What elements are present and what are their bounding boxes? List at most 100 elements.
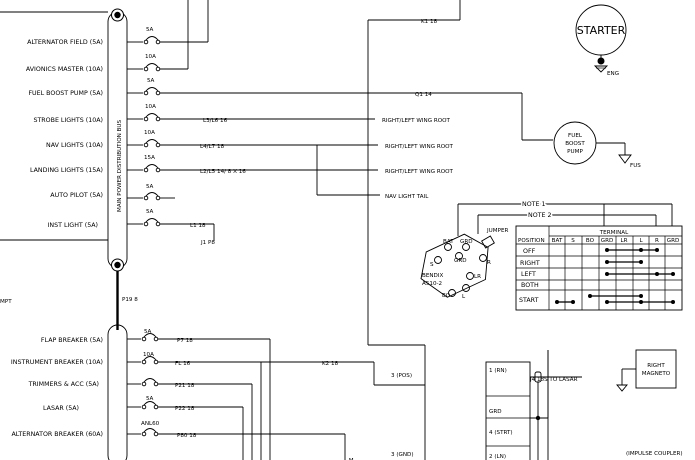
- breaker-rating: 10A: [145, 54, 156, 60]
- starter-wire-label: K1 18: [421, 19, 438, 25]
- terminal-bo: BO: [442, 293, 451, 299]
- j4-wire-label: J4 18S TO LASAR: [529, 377, 578, 383]
- impulse-coupler-label: (IMPULSE COUPLER): [626, 451, 683, 457]
- switch-terminals: BAT GRD GRD S R LR L BO BENDIX A510-2: [422, 235, 495, 300]
- switch-name-2: A510-2: [422, 281, 442, 287]
- circuit-flap-breaker: FLAP BREAKER (5A) 5A P7 18: [41, 329, 271, 460]
- circuit-inst-light: INST LIGHT (5A) 5A L1 18 J1 P8: [48, 209, 216, 246]
- relay-grd: GRD: [489, 409, 502, 415]
- inst-wire-label-2: J1 P8: [200, 240, 215, 246]
- main-bus-label: MAIN POWER DISTRIBUTION BUS: [117, 119, 123, 212]
- circuit-label: NAV LIGHTS (10A): [46, 142, 103, 149]
- nav-tail-destination: NAV LIGHT TAIL: [385, 194, 429, 200]
- terminal-s: S: [430, 262, 434, 268]
- row-off: OFF: [523, 248, 536, 255]
- jumper-label: JUMPER: [486, 228, 508, 234]
- terminal-table: TERMINAL POSITION BAT S BO GRD LR L R GR…: [515, 225, 683, 311]
- main-bus: MAIN POWER DISTRIBUTION BUS: [107, 8, 128, 272]
- breaker-rating: 5A: [147, 78, 155, 84]
- nav-destination: RIGHT/LEFT WING ROOT: [385, 144, 454, 150]
- table-title: TERMINAL: [599, 230, 629, 236]
- terminal-l: L: [462, 294, 466, 300]
- col-l: L: [639, 238, 643, 244]
- wire-label: FL 16: [175, 361, 191, 367]
- circuit-instrument-breaker: INSTRUMENT BREAKER (10A) 10A FL 16: [11, 352, 262, 460]
- relay-strt: 4 (STRT): [489, 430, 513, 436]
- starter-label: STARTER: [577, 24, 626, 37]
- lower-bus: [107, 324, 128, 460]
- circuit-landing-lights: LANDING LIGHTS (15A) 15A L2/L5 14/ 8 X 1…: [30, 155, 454, 175]
- switch-name-1: BENDIX: [422, 273, 444, 279]
- circuit-label: STROBE LIGHTS (10A): [33, 117, 103, 124]
- breaker-rating: 5A: [146, 27, 154, 33]
- note2-label: NOTE 2: [528, 212, 552, 219]
- circuit-label: FLAP BREAKER (5A): [41, 337, 103, 344]
- row-start: START: [519, 297, 539, 304]
- relay-neg: 3 (GND): [391, 452, 414, 458]
- strobe-wire-label: L3/L6 16: [203, 118, 228, 124]
- nav-wire-label: L4/L7 18: [200, 144, 225, 150]
- breaker-rating: 10A: [143, 352, 154, 358]
- bus-link-label: P19 8: [122, 297, 138, 303]
- col-bo: BO: [586, 238, 595, 244]
- magneto-label-1: RIGHT: [647, 363, 665, 369]
- relay-terminals: 3 (POS) 3 (GND) _M 1 (RN) GRD 4 (STRT) 2…: [345, 361, 531, 460]
- circuit-alternator-breaker: ALTERNATOR BREAKER (60A) ANL60 P80 18: [11, 421, 346, 460]
- col-r: R: [655, 238, 659, 244]
- circuit-label: INST LIGHT (5A): [48, 222, 98, 229]
- terminal-lr: LR: [474, 274, 481, 280]
- row-both: BOTH: [521, 282, 539, 289]
- connection-marks: [555, 248, 675, 304]
- circuit-strobe-lights: STROBE LIGHTS (10A) 10A L3/L6 16 RIGHT/L…: [33, 104, 450, 124]
- circuit-label: AUTO PILOT (5A): [50, 192, 103, 199]
- terminal-r: R: [487, 260, 491, 266]
- wire-label: P80 18: [177, 433, 197, 439]
- breaker-rating: 5A: [146, 184, 154, 190]
- breaker-rating: 5A: [146, 396, 154, 402]
- circuit-fuel-boost-pump: FUEL BOOST PUMP (5A) 5A Q1 14: [28, 78, 553, 141]
- breaker-rating: 10A: [144, 130, 155, 136]
- breaker-rating: ANL60: [141, 421, 160, 427]
- magneto-label-2: MAGNETO: [642, 371, 671, 377]
- circuit-auto-pilot: AUTO PILOT (5A) 5A: [50, 184, 175, 201]
- col-grd-2: GRD: [667, 238, 680, 244]
- circuit-nav-lights: NAV LIGHTS (10A) 10A L4/L7 18 RIGHT/LEFT…: [46, 130, 453, 200]
- landing-wire-label: L2/L5 14/ 8 X 16: [200, 169, 246, 175]
- landing-destination: RIGHT/LEFT WING ROOT: [385, 169, 454, 175]
- relay-pos: 3 (POS): [391, 373, 412, 379]
- circuit-label: ALTERNATOR FIELD (5A): [27, 39, 103, 46]
- right-magneto: RIGHT MAGNETO: [616, 349, 677, 392]
- circuit-label: LANDING LIGHTS (15A): [30, 167, 103, 174]
- breaker-rating: 5A: [144, 329, 152, 335]
- circuit-alternator-field: ALTERNATOR FIELD (5A) 5A: [27, 0, 209, 46]
- col-lr: LR: [620, 238, 627, 244]
- breaker-rating: 10A: [145, 104, 156, 110]
- circuit-avionics-master: AVIONICS MASTER (10A) 10A: [26, 0, 189, 73]
- fuel-pump-label-3: PUMP: [567, 149, 583, 155]
- wire-label: P21 18: [175, 383, 195, 389]
- wire-label: P7 18: [177, 338, 193, 344]
- fus-label: FUS: [630, 163, 641, 169]
- mpt-label: MPT: [0, 299, 12, 305]
- fuel-boost-pump: FUEL BOOST PUMP FUS: [553, 121, 641, 169]
- fuel-pump-label-1: FUEL: [568, 133, 583, 139]
- row-left: LEFT: [521, 271, 536, 278]
- wire-label: P22 18: [175, 406, 195, 412]
- circuit-label: AVIONICS MASTER (10A): [26, 66, 103, 73]
- ignition-switch: [420, 233, 489, 298]
- circuit-lasar: LASAR (5A) 5A P22 18: [43, 396, 244, 460]
- row-right: RIGHT: [520, 260, 540, 267]
- col-s: S: [571, 238, 575, 244]
- starter-motor: STARTER ENG: [575, 4, 627, 77]
- note1-label: NOTE 1: [522, 201, 546, 208]
- circuit-trimmers-acc: TRIMMERS & ACC (5A) P21 18: [28, 378, 253, 460]
- relay-rn: 1 (RN): [489, 368, 507, 374]
- fuel-wire-label: Q1 14: [415, 92, 432, 98]
- terminal-grd-mid: GRD: [454, 258, 467, 264]
- breaker-rating: 5A: [146, 209, 154, 215]
- circuit-label: FUEL BOOST PUMP (5A): [28, 90, 103, 97]
- k2-wire-label: K2 18: [322, 361, 339, 367]
- eng-label: ENG: [607, 71, 619, 77]
- relay-ln: 2 (LN): [489, 454, 506, 460]
